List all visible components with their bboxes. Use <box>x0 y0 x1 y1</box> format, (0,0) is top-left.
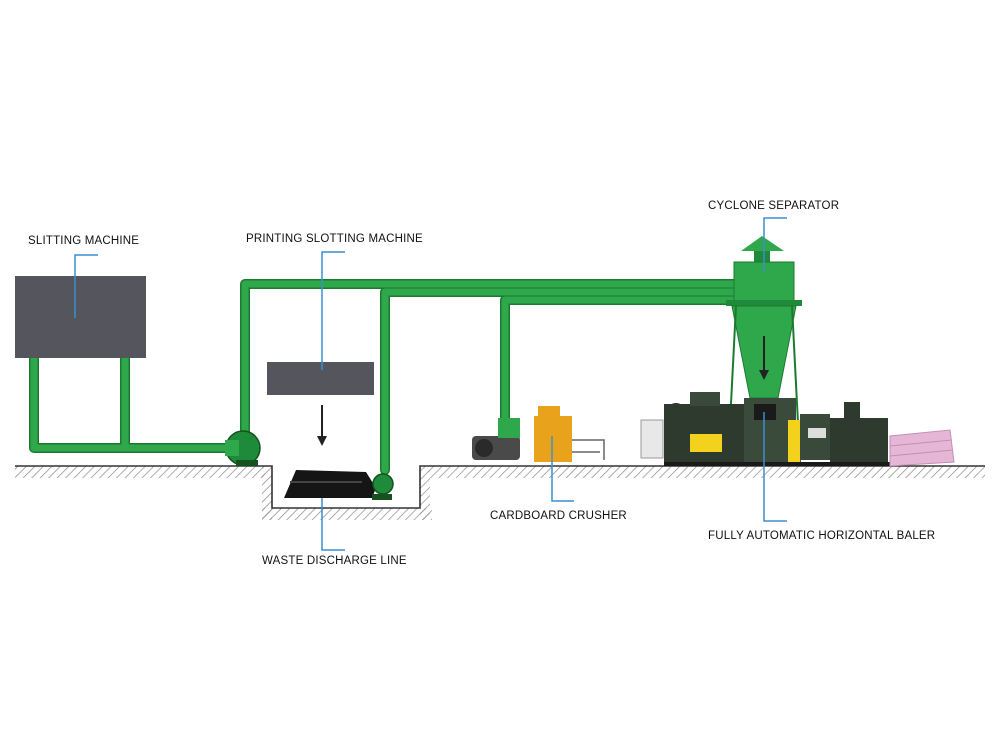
printing-slotting-machine-box <box>267 362 374 395</box>
leader-lines <box>74 217 787 551</box>
leader-cyclone <box>763 217 787 272</box>
label-printing-slotting-machine: PRINTING SLOTTING MACHINE <box>246 233 423 245</box>
duct-pipes <box>29 279 745 475</box>
leader-waste <box>321 498 345 551</box>
down-arrow-icon <box>317 405 327 446</box>
horizontal-baler <box>640 392 890 466</box>
leader-baler <box>763 412 787 522</box>
slitting-machine-box <box>15 276 146 358</box>
ground <box>15 465 985 520</box>
blower-fan <box>225 430 261 466</box>
label-cyclone-separator: CYCLONE SEPARATOR <box>708 200 840 212</box>
label-horizontal-baler: FULLY AUTOMATIC HORIZONTAL BALER <box>708 530 936 542</box>
leader-printing <box>321 251 345 370</box>
leader-crusher <box>551 436 574 502</box>
cardboard-crusher <box>472 406 605 462</box>
down-arrow-icon <box>759 336 769 380</box>
bale-stack <box>889 429 955 467</box>
label-slitting-machine: SLITTING MACHINE <box>28 235 140 247</box>
label-waste-discharge-line: WASTE DISCHARGE LINE <box>262 555 407 567</box>
leader-slitting <box>74 254 98 318</box>
label-cardboard-crusher: CARDBOARD CRUSHER <box>490 510 627 522</box>
waste-discharge-conveyor <box>284 470 394 500</box>
